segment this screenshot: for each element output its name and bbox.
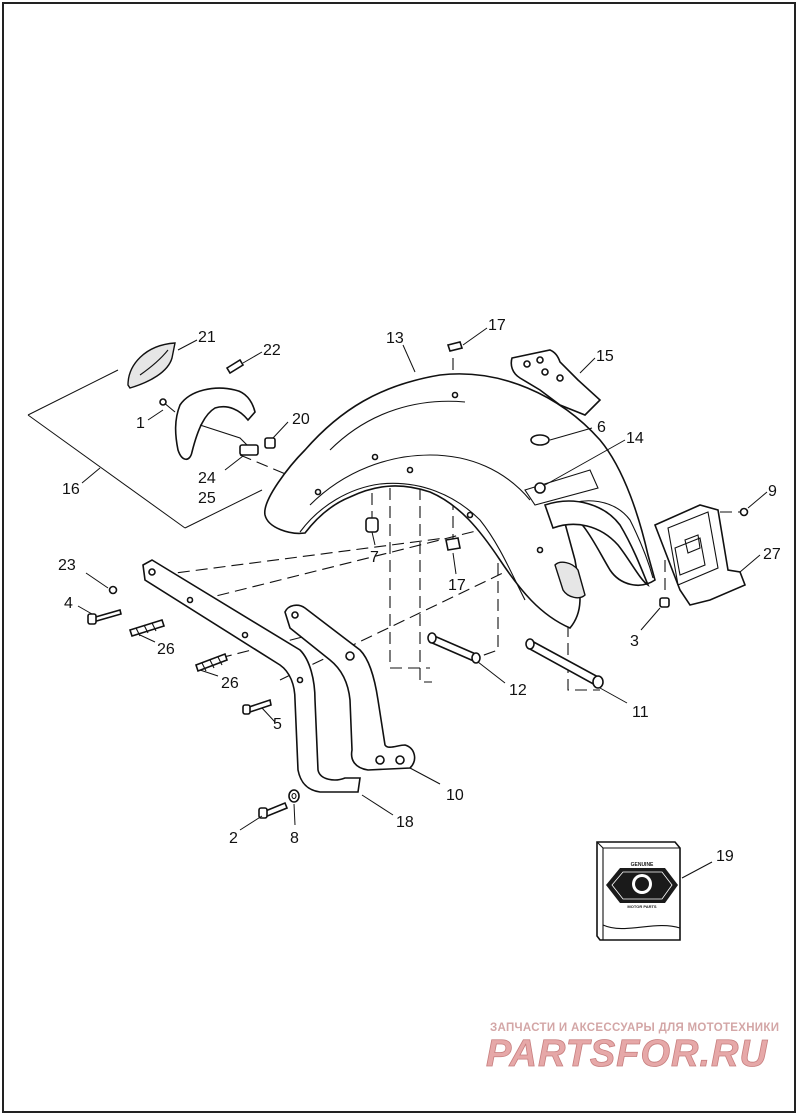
support-bracket-right [284, 604, 416, 771]
genuine-parts-package: GENUINE MOTOR PARTS [596, 841, 681, 941]
bracket-screw [739, 507, 749, 517]
lamp-bulb [225, 358, 245, 375]
callout-labels: 21 22 1 20 24 25 16 13 17 15 6 14 9 27 3… [58, 317, 781, 865]
stud-26-upper [128, 619, 166, 637]
badge-top-text: GENUINE [631, 862, 654, 868]
lamp-lens [127, 342, 176, 389]
stud-26-lower [194, 652, 229, 673]
callout-5: 5 [273, 716, 282, 733]
grommet-decal [530, 434, 550, 446]
speed-nut-lower [445, 537, 461, 551]
fender-filler [534, 482, 650, 587]
callout-20: 20 [292, 411, 310, 428]
support-strut-left [142, 559, 361, 793]
callout-1: 1 [136, 415, 145, 432]
callout-19: 19 [716, 848, 734, 865]
callout-17-top: 17 [488, 317, 506, 334]
callout-12: 12 [509, 682, 527, 699]
callout-15: 15 [596, 348, 614, 365]
callout-23: 23 [58, 557, 76, 574]
callout-6: 6 [597, 419, 606, 436]
bolt-4 [87, 609, 122, 625]
callout-21: 21 [198, 329, 216, 346]
leader-lines [77, 327, 768, 879]
fender-plate [510, 349, 602, 416]
callout-24: 24 [198, 470, 216, 487]
callout-4: 4 [64, 595, 73, 612]
watermark-tagline: ЗАПЧАСТИ И АКСЕССУАРЫ ДЛЯ МОТОТЕХНИКИ [490, 1022, 780, 1034]
callout-26-lower: 26 [221, 675, 239, 692]
callout-18: 18 [396, 814, 414, 831]
bracket-nut [659, 597, 670, 608]
lens-screw [159, 398, 176, 413]
callout-17-lower: 17 [448, 577, 466, 594]
speed-nut-top [446, 341, 464, 352]
callout-11: 11 [632, 704, 649, 721]
washer-23 [108, 585, 118, 595]
callout-14: 14 [626, 430, 644, 447]
callout-25: 25 [198, 490, 216, 507]
callout-10: 10 [446, 787, 464, 804]
callout-27: 27 [763, 546, 781, 563]
callout-2: 2 [229, 830, 238, 847]
callout-8: 8 [290, 830, 299, 847]
genuine-parts-badge: GENUINE MOTOR PARTS [606, 862, 678, 909]
callout-3: 3 [630, 633, 639, 650]
washer-8 [288, 789, 300, 803]
callout-16: 16 [62, 481, 80, 498]
badge-bottom-text: MOTOR PARTS [627, 904, 657, 909]
bolt-2 [258, 801, 289, 819]
lamp-housing [174, 387, 259, 461]
callout-9: 9 [768, 483, 777, 500]
bushing [365, 517, 379, 533]
callout-13: 13 [386, 330, 404, 347]
license-plate-bracket [653, 504, 747, 606]
callout-7: 7 [370, 549, 379, 566]
bolt-5 [242, 698, 272, 715]
callout-26-upper: 26 [157, 641, 175, 658]
spacer-shaft [427, 632, 481, 664]
axle-shaft [525, 638, 604, 689]
watermark-logo: PARTSFOR.RU [486, 1033, 768, 1076]
watermark-logo-text: PARTSFOR.RU [486, 1033, 768, 1075]
hex-nut [264, 437, 276, 449]
lamp-assembly-outline [27, 369, 263, 529]
callout-22: 22 [263, 342, 281, 359]
